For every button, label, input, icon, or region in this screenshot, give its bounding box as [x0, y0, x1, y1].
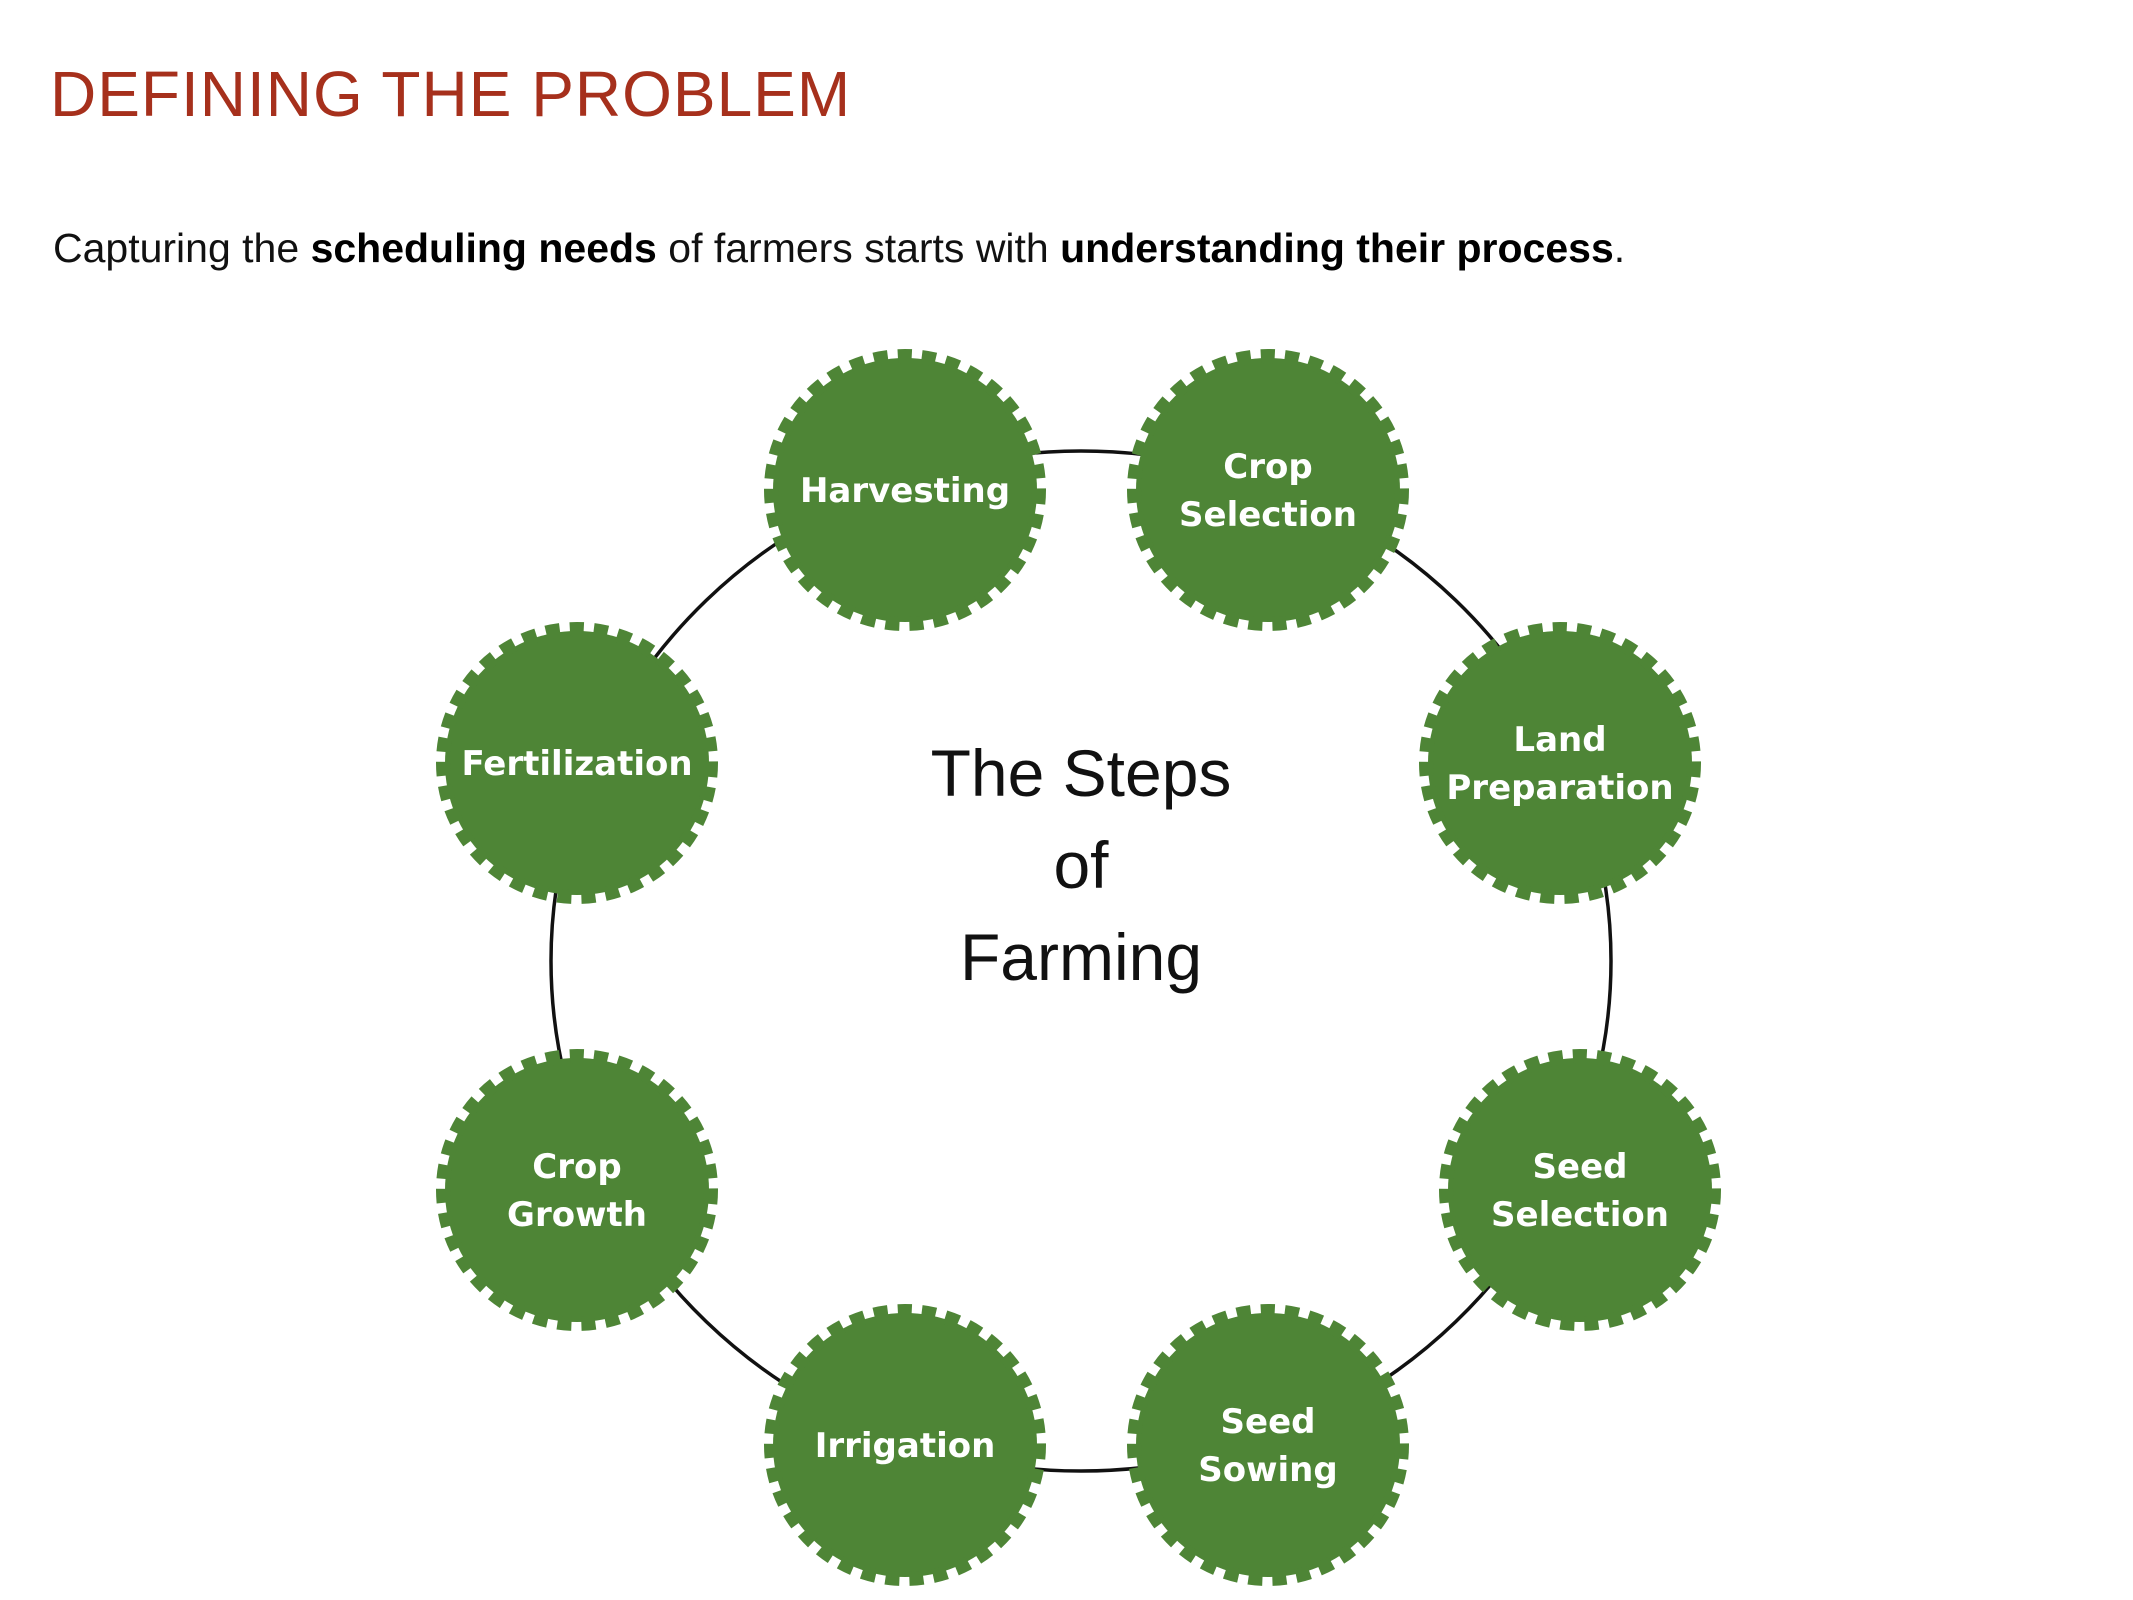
center-title-line: Farming: [960, 920, 1202, 994]
step-node-dashed-border: [764, 349, 1046, 631]
step-node-dashed-border: [436, 1049, 718, 1331]
intro-text-part: of farmers starts with: [656, 225, 1061, 271]
step-node-fill: [1136, 358, 1400, 622]
step-node: Harvesting: [764, 349, 1046, 631]
step-label: Crop: [532, 1147, 621, 1187]
step-label: Crop: [1223, 447, 1312, 487]
step-label: Selection: [1491, 1195, 1669, 1235]
center-title-line: The Steps: [931, 736, 1232, 810]
step-label: Growth: [507, 1195, 647, 1235]
step-node-fill: [773, 1313, 1037, 1577]
step-node-fill: [445, 631, 709, 895]
step-label: Selection: [1179, 495, 1357, 535]
intro-emphasis-process: understanding their process: [1060, 225, 1614, 271]
intro-text-part: Capturing the: [53, 225, 311, 271]
step-node-fill: [1448, 1058, 1712, 1322]
step-label: Land: [1513, 720, 1606, 760]
intro-emphasis-scheduling: scheduling needs: [310, 225, 657, 271]
step-node-dashed-border: [764, 1304, 1046, 1586]
step-label: Seed: [1221, 1402, 1316, 1442]
step-node-dashed-border: [436, 622, 718, 904]
step-node-dashed-border: [1439, 1049, 1721, 1331]
step-node-fill: [1136, 1313, 1400, 1577]
center-title-line: of: [1053, 828, 1109, 902]
step-node: Fertilization: [436, 622, 718, 904]
step-label: Seed: [1533, 1147, 1628, 1187]
step-label: Irrigation: [815, 1426, 996, 1466]
step-node-dashed-border: [1127, 1304, 1409, 1586]
step-node: Irrigation: [764, 1304, 1046, 1586]
step-label: Fertilization: [461, 744, 692, 784]
intro-text: Capturing the scheduling needs of farmer…: [53, 225, 1626, 271]
step-label: Sowing: [1198, 1450, 1337, 1490]
step-node-fill: [773, 358, 1037, 622]
cycle-ring: [549, 449, 1613, 1473]
step-label: Preparation: [1446, 768, 1673, 808]
step-node-fill: [1428, 631, 1692, 895]
step-node-fill: [445, 1058, 709, 1322]
step-node-dashed-border: [1419, 622, 1701, 904]
step-label: Harvesting: [800, 471, 1010, 511]
step-node-dashed-border: [1127, 349, 1409, 631]
intro-text-part: .: [1613, 225, 1626, 271]
page-title: DEFINING THE PROBLEM: [50, 58, 852, 130]
